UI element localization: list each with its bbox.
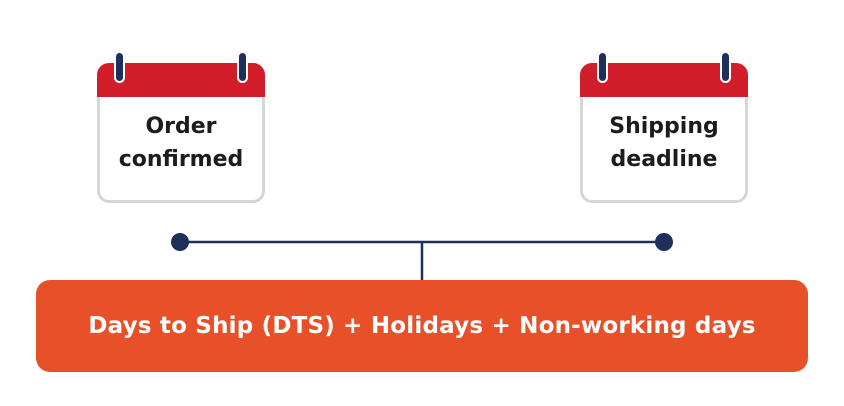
order-confirmed-calendar: Order confirmed <box>97 53 265 203</box>
timeline-end-dot <box>655 233 673 251</box>
calendar-header <box>580 63 748 97</box>
calendar-ring-icon <box>722 53 729 81</box>
formula-text: Days to Ship (DTS) + Holidays + Non-work… <box>88 313 756 339</box>
formula-bar: Days to Ship (DTS) + Holidays + Non-work… <box>36 280 808 372</box>
calendar-ring-icon <box>599 53 606 81</box>
shipping-deadline-calendar: Shipping deadline <box>580 53 748 203</box>
timeline-start-dot <box>171 233 189 251</box>
shipping-deadline-label: Shipping deadline <box>609 114 719 172</box>
order-confirmed-label: Order confirmed <box>118 114 244 172</box>
calendar-ring-icon <box>116 53 123 81</box>
calendar-header <box>97 63 265 97</box>
calendar-ring-icon <box>239 53 246 81</box>
